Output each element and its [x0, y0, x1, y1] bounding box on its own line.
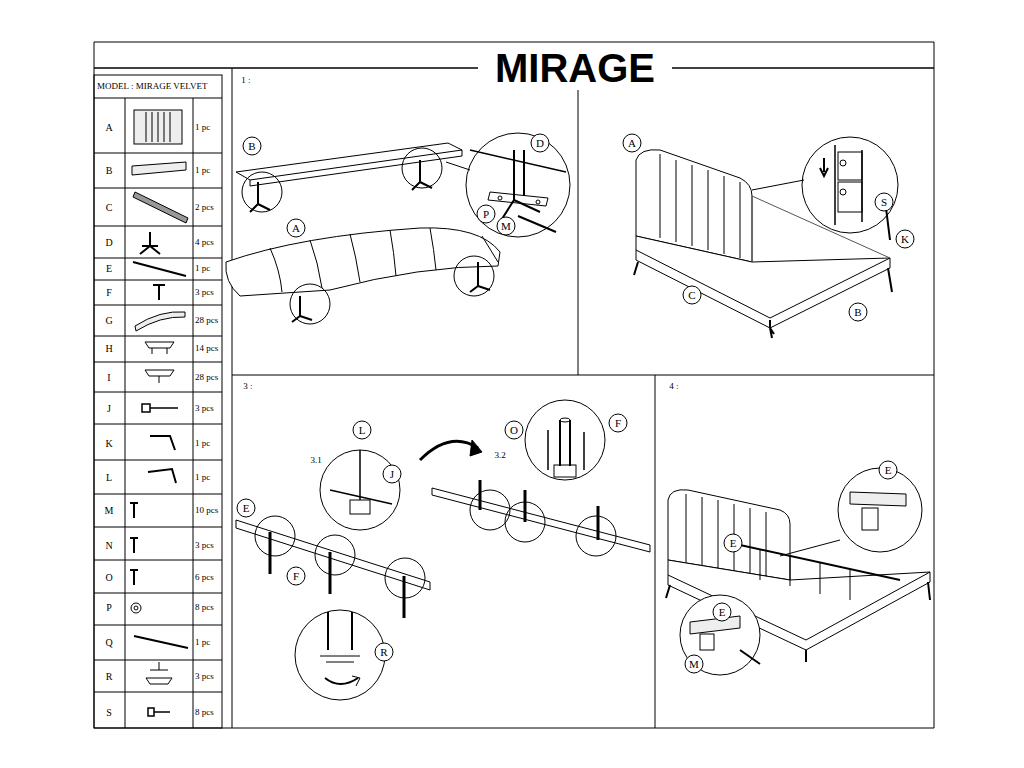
part-letter: G	[105, 315, 112, 326]
callout-letter: R	[375, 643, 394, 662]
callout-letter: F	[609, 414, 628, 433]
quantity: 10 pcs	[195, 505, 218, 515]
quantity: 4 pcs	[195, 237, 214, 247]
callout-letter: K	[896, 230, 915, 249]
part-letter: M	[105, 505, 114, 516]
page-title: MIRAGE	[487, 46, 663, 90]
part-letter: L	[106, 472, 112, 483]
quantity: 14 pcs	[195, 343, 218, 353]
part-letter: O	[105, 572, 112, 583]
callout-letter: J	[383, 465, 402, 484]
step-number: 4 :	[668, 381, 679, 391]
quantity: 8 pcs	[195, 602, 214, 612]
quantity: 8 pcs	[195, 707, 214, 717]
part-letter: N	[105, 540, 112, 551]
part-letter: S	[106, 707, 112, 718]
callout-letter: M	[497, 217, 516, 236]
step-number: 3 :	[242, 381, 253, 391]
quantity: 3 pcs	[195, 287, 214, 297]
part-letter: K	[105, 438, 112, 449]
callout-letter: S	[875, 193, 894, 212]
callout-letter: F	[287, 567, 306, 586]
step-number: 3.2	[493, 450, 506, 460]
quantity: 3 pcs	[195, 671, 214, 681]
quantity: 1 pc	[195, 165, 210, 175]
part-letter: E	[106, 263, 112, 274]
callout-letter: A	[623, 134, 642, 153]
quantity: 28 pcs	[195, 315, 218, 325]
part-letter: H	[105, 343, 112, 354]
step-number: 3.1	[309, 455, 322, 465]
callout-letter: E	[879, 461, 898, 480]
quantity: 1 pc	[195, 263, 210, 273]
callout-letter: L	[353, 421, 372, 440]
callout-letter: M	[685, 655, 704, 674]
quantity: 2 pcs	[195, 202, 214, 212]
part-letter: I	[107, 372, 110, 383]
part-letter: Q	[105, 637, 112, 648]
callout-letter: D	[531, 134, 550, 153]
part-letter: C	[106, 202, 113, 213]
part-letter: B	[106, 165, 113, 176]
callout-letter: E	[237, 499, 256, 518]
step-number: 1 :	[240, 75, 251, 85]
table-header: MODEL : MIRAGE VELVET	[97, 81, 207, 91]
part-letter: F	[106, 287, 112, 298]
callout-letter: O	[505, 421, 524, 440]
callout-letter: E	[724, 534, 743, 553]
quantity: 3 pcs	[195, 403, 214, 413]
callout-letter: B	[243, 137, 262, 156]
callout-letter: E	[713, 603, 732, 622]
quantity: 1 pc	[195, 438, 210, 448]
part-letter: J	[107, 403, 111, 414]
part-letter: A	[105, 122, 112, 133]
part-letter: R	[106, 671, 113, 682]
quantity: 1 pc	[195, 122, 210, 132]
callout-letter: P	[477, 205, 496, 224]
part-letter: D	[105, 237, 112, 248]
quantity: 28 pcs	[195, 372, 218, 382]
quantity: 1 pc	[195, 637, 210, 647]
callout-letter: A	[287, 219, 306, 238]
quantity: 1 pc	[195, 472, 210, 482]
part-letter: P	[106, 602, 112, 613]
callout-letter: B	[849, 303, 868, 322]
quantity: 3 pcs	[195, 540, 214, 550]
quantity: 6 pcs	[195, 572, 214, 582]
callout-letter: C	[683, 286, 702, 305]
